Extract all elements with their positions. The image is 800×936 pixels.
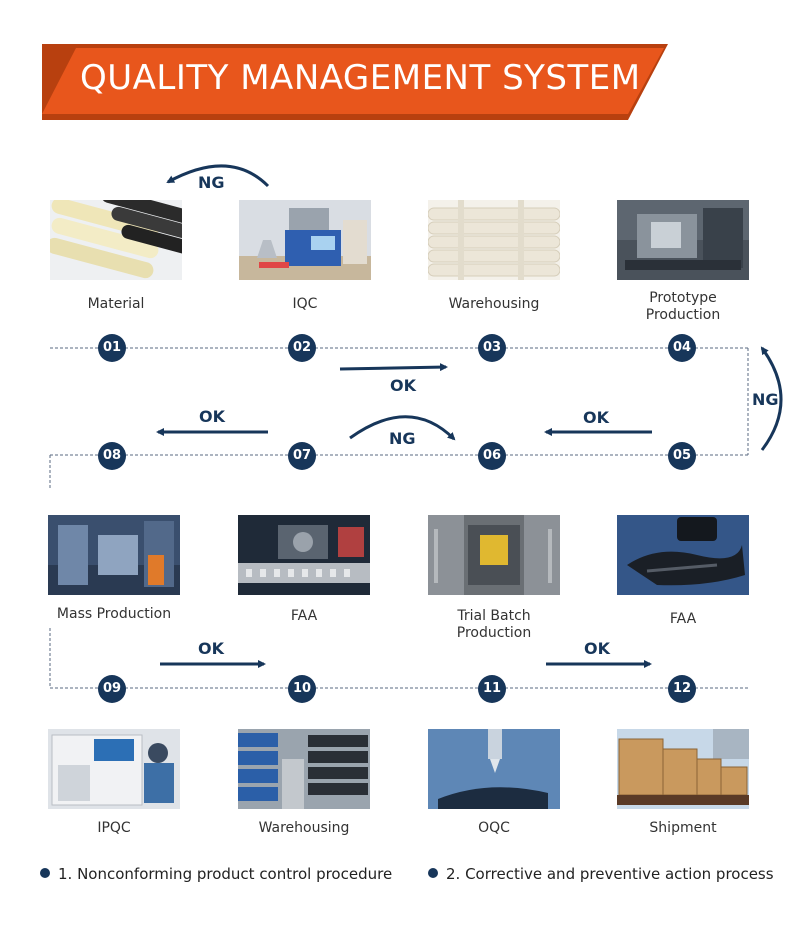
step-10-caption: Warehousing — [258, 820, 350, 836]
bullet-icon — [428, 868, 438, 878]
page-title: QUALITY MANAGEMENT SYSTEM — [80, 58, 641, 98]
ng-label-top: NG — [198, 173, 225, 192]
step-07-caption: FAA — [290, 608, 318, 624]
trial-batch-photo — [428, 515, 560, 595]
step-06-caption: Trial Batch Production — [456, 608, 532, 641]
step-01-number: 01 — [98, 334, 126, 362]
ng-arrow-07-06 — [349, 415, 456, 441]
step-12-caption: Shipment — [649, 820, 717, 836]
prototype-production-photo — [617, 200, 749, 280]
oqc-photo — [428, 729, 560, 809]
step-05-caption: FAA — [669, 611, 697, 627]
warehousing-photo — [428, 200, 560, 280]
step-01-caption: Material — [87, 296, 145, 312]
ipqc-photo — [48, 729, 180, 809]
ng-return-arrow — [166, 164, 270, 188]
step-07-number: 07 — [288, 442, 316, 470]
iqc-photo — [239, 200, 371, 280]
ok-label-07-08: OK — [199, 407, 225, 426]
step-11-caption: OQC — [478, 820, 510, 836]
faa-part-photo — [617, 515, 749, 595]
step-08-caption: Mass Production — [56, 606, 172, 622]
ok-label-05-06: OK — [583, 408, 609, 427]
ok-label-02-03: OK — [390, 376, 416, 395]
footnote-2: 2. Corrective and preventive action proc… — [428, 865, 774, 883]
warehousing-shelves-photo — [238, 729, 370, 809]
ng-right-arrow — [760, 346, 783, 451]
banner-shape — [42, 44, 668, 120]
step-04-number: 04 — [668, 334, 696, 362]
mass-production-photo — [48, 515, 180, 595]
ng-label-07-06: NG — [389, 429, 416, 448]
bullet-icon — [40, 868, 50, 878]
faa-photo — [238, 515, 370, 595]
shipment-photo — [617, 729, 749, 809]
step-09-caption: IPQC — [97, 820, 131, 836]
step-10-number: 10 — [288, 675, 316, 703]
step-02-caption: IQC — [292, 296, 318, 312]
step-03-caption: Warehousing — [448, 296, 540, 312]
ok-label-09-10: OK — [198, 639, 224, 658]
step-12-number: 12 — [668, 675, 696, 703]
ok-arrow-02-03 — [339, 363, 448, 372]
step-05-number: 05 — [668, 442, 696, 470]
banner-fill — [42, 48, 664, 114]
title-banner: QUALITY MANAGEMENT SYSTEM — [0, 0, 800, 130]
step-04-caption: Prototype Production — [645, 290, 721, 323]
footnote-1: 1. Nonconforming product control procedu… — [40, 865, 392, 883]
ng-label-right: NG — [752, 390, 779, 409]
step-02-number: 02 — [288, 334, 316, 362]
ok-label-11-12: OK — [584, 639, 610, 658]
step-11-number: 11 — [478, 675, 506, 703]
step-06-number: 06 — [478, 442, 506, 470]
step-09-number: 09 — [98, 675, 126, 703]
material-photo — [50, 200, 182, 280]
step-03-number: 03 — [478, 334, 506, 362]
step-08-number: 08 — [98, 442, 126, 470]
